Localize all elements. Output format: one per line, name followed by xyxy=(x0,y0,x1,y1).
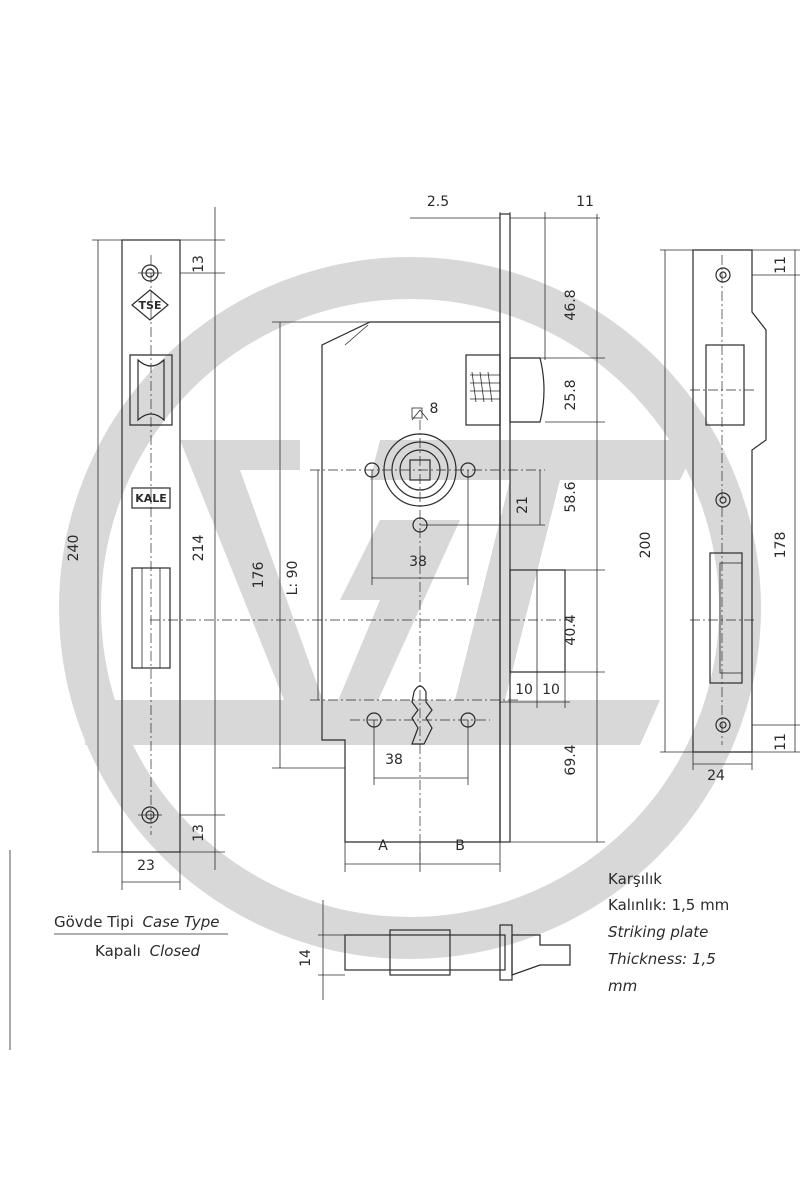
dim-11-strike-top: 11 xyxy=(773,256,789,274)
lock-body xyxy=(150,213,575,860)
case-type-note: Gövde Tipi Case Type xyxy=(54,913,220,931)
dim-8: 8 xyxy=(430,401,439,417)
dim-23: 23 xyxy=(137,858,155,874)
dim-38-bottom: 38 xyxy=(385,752,403,768)
dim-14: 14 xyxy=(298,949,314,967)
dim-13-bottom: 13 xyxy=(191,824,207,842)
dim-176: 176 xyxy=(251,562,267,589)
dim-10-b: 10 xyxy=(542,682,560,698)
tse-logo: TSE xyxy=(139,299,162,312)
dim-11-strike-bottom: 11 xyxy=(773,733,789,751)
kale-logo: KALE xyxy=(135,492,167,505)
dim-11-top: 11 xyxy=(576,194,594,210)
strike-plate xyxy=(690,249,767,753)
dim-2-5: 2.5 xyxy=(427,194,449,210)
label-a: A xyxy=(378,838,388,854)
strike-note-2: Kalınlık: 1,5 mm xyxy=(608,896,729,914)
closed-note: Kapalı Closed xyxy=(95,942,200,960)
dim-69-4: 69.4 xyxy=(563,744,579,775)
strike-plate-dimensions: 200 178 11 11 24 xyxy=(638,249,800,784)
strike-note-5: mm xyxy=(608,977,637,995)
dim-200: 200 xyxy=(638,532,654,559)
dim-58-6: 58.6 xyxy=(563,481,579,512)
front-plate-dimensions: 240 214 13 13 23 xyxy=(66,207,225,890)
dim-13-top: 13 xyxy=(191,255,207,273)
dim-46-8: 46.8 xyxy=(563,289,579,320)
label-b: B xyxy=(455,838,465,854)
lock-body-dimensions: 2.5 11 46.8 25.8 58.6 40.4 69.4 21 8 38 … xyxy=(251,194,605,872)
front-plate: TSE KALE xyxy=(121,239,181,853)
notes: Gövde Tipi Case Type Kapalı Closed Karşı… xyxy=(9,850,729,1050)
dim-40-4: 40.4 xyxy=(563,614,579,645)
watermark-logo xyxy=(59,257,761,959)
dim-240: 240 xyxy=(66,535,82,562)
side-view: 14 xyxy=(298,900,571,1000)
dim-38-top: 38 xyxy=(409,554,427,570)
dim-21: 21 xyxy=(515,496,531,514)
dim-178: 178 xyxy=(773,532,789,559)
strike-note-1: Karşılık xyxy=(608,870,662,888)
strike-note-3: Striking plate xyxy=(608,923,708,941)
dim-10-a: 10 xyxy=(515,682,533,698)
dim-25-8: 25.8 xyxy=(563,379,579,410)
dim-24: 24 xyxy=(707,768,725,784)
dim-214: 214 xyxy=(191,535,207,562)
strike-note-4: Thickness: 1,5 xyxy=(608,950,716,968)
dim-l-90: L: 90 xyxy=(285,561,301,596)
